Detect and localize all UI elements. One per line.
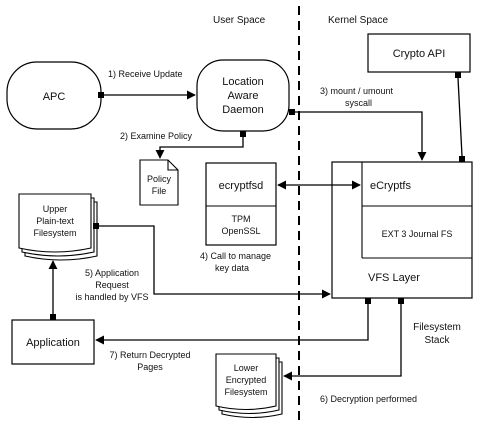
step-7-label-line2: Pages (137, 362, 163, 372)
step-4-label-line1: 4) Call to manage (200, 251, 271, 261)
tpm-label-line1: TPM (232, 214, 251, 224)
step-4-label-line2: key data (215, 263, 249, 273)
crypto-api-node[interactable]: Crypto API (367, 33, 471, 73)
apc-node[interactable]: APC (6, 61, 102, 130)
lower-label-line2: Encrypted (226, 375, 267, 385)
upper-label-line3: Filesystem (33, 228, 76, 238)
step-2-label: 2) Examine Policy (120, 131, 193, 141)
step-5-label-line1: 5) Application (85, 268, 139, 278)
step-5-label-line2: Request (95, 280, 129, 290)
application-node[interactable]: Application (11, 319, 95, 365)
edge-return-pages (95, 298, 371, 345)
policy-file-node[interactable]: Policy File (139, 159, 179, 206)
step-5-label-line3: is handled by VFS (75, 292, 148, 302)
filesystem-stack-node[interactable]: eCryptfs EXT 3 Journal FS VFS Layer (331, 161, 473, 299)
upper-filesystem-node[interactable]: Upper Plain-text Filesystem (18, 193, 98, 261)
step-7-label-line1: 7) Return Decrypted (109, 350, 190, 360)
lad-label-line1: Location (222, 76, 264, 88)
filesystem-stack-label-line1: Filesystem (413, 322, 461, 333)
step-6-label: 6) Decryption performed (320, 394, 417, 404)
user-space-label: User Space (213, 15, 266, 26)
kernel-space-label: Kernel Space (328, 15, 388, 26)
tpm-label-line2: OpenSSL (221, 226, 260, 236)
crypto-api-label: Crypto API (393, 48, 446, 60)
step-1-label: 1) Receive Update (108, 69, 183, 79)
lad-label-line3: Daemon (222, 104, 264, 116)
edge-crypto-api (455, 72, 465, 162)
apc-label: APC (43, 91, 66, 103)
policy-label-line1: Policy (147, 174, 172, 184)
location-aware-daemon-node[interactable]: Location Aware Daemon (196, 59, 290, 132)
lower-filesystem-node[interactable]: Lower Encrypted Filesystem (215, 353, 283, 419)
policy-label-line2: File (152, 186, 167, 196)
lower-label-line3: Filesystem (224, 387, 267, 397)
edge-application-request (93, 223, 331, 299)
ecryptfsd-label: ecryptfsd (219, 180, 264, 192)
application-label: Application (26, 337, 80, 349)
edge-mount-syscall (289, 109, 427, 161)
lower-label-line1: Lower (234, 363, 259, 373)
edge-application-upper (48, 260, 58, 320)
edge-decryption (283, 298, 404, 381)
upper-label-line2: Plain-text (36, 216, 74, 226)
step-3-label-line2: syscall (345, 98, 372, 108)
ecryptfsd-node[interactable]: ecryptfsd TPM OpenSSL (205, 162, 277, 246)
upper-label-line1: Upper (43, 204, 68, 214)
ecryptfs-label: eCryptfs (370, 180, 411, 192)
ext3-label: EXT 3 Journal FS (382, 229, 453, 239)
filesystem-stack-label-line2: Stack (424, 335, 450, 346)
edge-receive-update (98, 90, 196, 100)
vfs-label: VFS Layer (368, 272, 420, 284)
lad-label-line2: Aware (228, 90, 259, 102)
step-3-label-line1: 3) mount / umount (320, 86, 394, 96)
edge-examine-policy (155, 131, 246, 159)
